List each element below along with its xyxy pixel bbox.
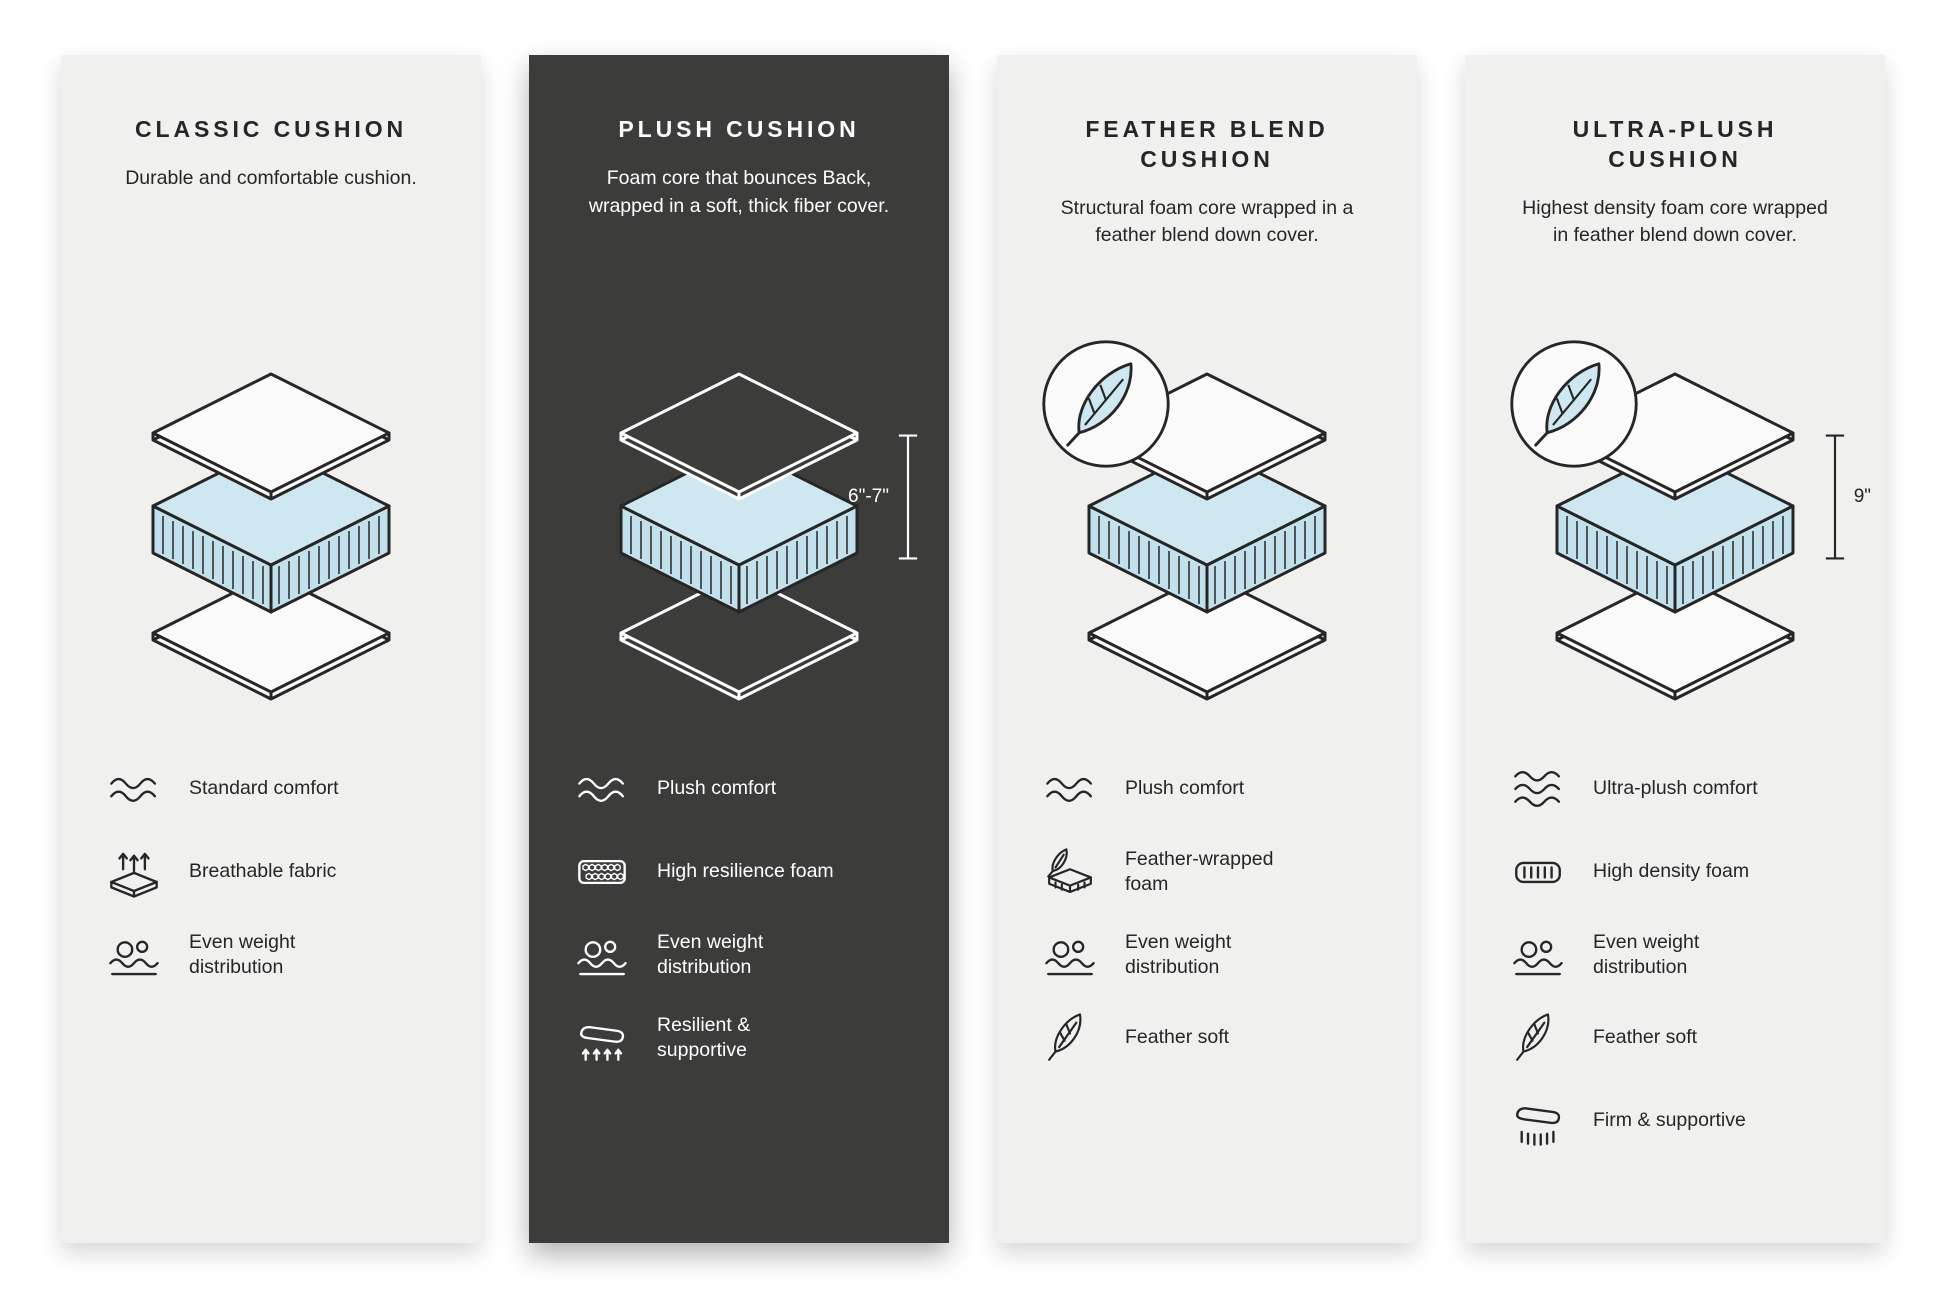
panel-title-line1: ULTRA-PLUSH bbox=[1572, 116, 1778, 142]
feature-label: High resilience foam bbox=[657, 860, 834, 883]
panel-title-line1: PLUSH CUSHION bbox=[618, 116, 860, 142]
cushion-diagram bbox=[131, 369, 411, 704]
resilient-supportive-icon bbox=[573, 1009, 631, 1067]
feature-row: High resilience foam bbox=[573, 843, 913, 901]
feature-label: High density foam bbox=[1593, 860, 1750, 883]
weight-distribution-icon bbox=[1509, 926, 1567, 984]
feature-row: Even weight distribution bbox=[573, 926, 913, 984]
panel-title: ULTRA-PLUSH CUSHION bbox=[1501, 115, 1849, 175]
ruler-icon bbox=[1824, 427, 1846, 567]
cushion-diagram bbox=[1067, 369, 1347, 704]
feature-row: Plush comfort bbox=[573, 760, 913, 818]
weight-distribution-icon bbox=[105, 926, 163, 984]
panel-title-line2: CUSHION bbox=[1608, 145, 1742, 172]
feather-icon bbox=[1041, 1009, 1099, 1067]
weight-distribution-icon bbox=[1041, 926, 1099, 984]
feature-row: High density foam bbox=[1509, 843, 1849, 901]
feature-label: Feather soft bbox=[1593, 1026, 1698, 1049]
feature-label: Standard comfort bbox=[189, 777, 339, 800]
feature-row: Standard comfort bbox=[105, 760, 445, 818]
panel-title-line2: CUSHION bbox=[1140, 145, 1274, 172]
feature-list: Ultra-plush comfort High density foam Ev… bbox=[1501, 760, 1849, 1150]
panel-header: FEATHER BLEND CUSHION Structural foam co… bbox=[1033, 115, 1381, 327]
panel-feather-blend-cushion: FEATHER BLEND CUSHION Structural foam co… bbox=[997, 55, 1417, 1243]
panel-header: PLUSH CUSHION Foam core that bounces Bac… bbox=[565, 115, 913, 327]
feather-badge-icon bbox=[1507, 337, 1641, 471]
feature-label: Feather-wrapped foam bbox=[1125, 847, 1274, 895]
height-measurement: 6"-7" bbox=[848, 427, 919, 567]
feature-row: Breathable fabric bbox=[105, 843, 445, 901]
panel-header: ULTRA-PLUSH CUSHION Highest density foam… bbox=[1501, 115, 1849, 327]
panel-description: Foam core that bounces Back, wrapped in … bbox=[588, 166, 890, 217]
panel-classic-cushion: CLASSIC CUSHION Durable and comfortable … bbox=[61, 55, 481, 1243]
height-measurement: 9" bbox=[1824, 427, 1871, 567]
cushion-diagram: 6"-7" bbox=[599, 369, 879, 704]
panel-plush-cushion: PLUSH CUSHION Foam core that bounces Bac… bbox=[529, 55, 949, 1243]
panel-ultra-plush-cushion: ULTRA-PLUSH CUSHION Highest density foam… bbox=[1465, 55, 1885, 1243]
cushion-layers-icon bbox=[131, 369, 411, 704]
feature-row: Plush comfort bbox=[1041, 760, 1381, 818]
feature-label: Feather soft bbox=[1125, 1026, 1230, 1049]
panel-description: Durable and comfortable cushion. bbox=[125, 166, 417, 189]
measurement-label: 6"-7" bbox=[848, 486, 889, 507]
panel-description: Structural foam core wrapped in a feathe… bbox=[1060, 196, 1354, 247]
feature-label: Plush comfort bbox=[1125, 777, 1245, 800]
high-density-foam-icon bbox=[1509, 843, 1567, 901]
feature-list: Plush comfort High resilience foam Even … bbox=[565, 760, 913, 1067]
ruler-icon bbox=[897, 427, 919, 567]
weight-distribution-icon bbox=[573, 926, 631, 984]
feature-row: Feather soft bbox=[1041, 1009, 1381, 1067]
feature-list: Plush comfort Feather-wrapped foam Even … bbox=[1033, 760, 1381, 1067]
measurement-label: 9" bbox=[1853, 486, 1871, 507]
panel-title: CLASSIC CUSHION bbox=[97, 115, 445, 145]
feature-label: Ultra-plush comfort bbox=[1593, 777, 1758, 800]
panel-header: CLASSIC CUSHION Durable and comfortable … bbox=[97, 115, 445, 327]
wave-comfort-icon bbox=[1041, 760, 1099, 818]
feature-row: Even weight distribution bbox=[1041, 926, 1381, 984]
cushion-diagram: 9" bbox=[1535, 369, 1871, 704]
panel-title-line1: FEATHER BLEND bbox=[1085, 116, 1329, 142]
feature-label: Even weight distribution bbox=[657, 930, 764, 978]
wave-comfort-icon bbox=[1509, 760, 1567, 818]
feature-label: Even weight distribution bbox=[189, 930, 296, 978]
feature-row: Ultra-plush comfort bbox=[1509, 760, 1849, 818]
feature-row: Feather-wrapped foam bbox=[1041, 843, 1381, 901]
wave-comfort-icon bbox=[573, 760, 631, 818]
feature-row: Even weight distribution bbox=[105, 926, 445, 984]
panel-title: FEATHER BLEND CUSHION bbox=[1033, 115, 1381, 175]
feature-label: Even weight distribution bbox=[1125, 930, 1232, 978]
cushion-comparison-infographic: CLASSIC CUSHION Durable and comfortable … bbox=[61, 55, 1885, 1243]
feature-row: Firm & supportive bbox=[1509, 1092, 1849, 1150]
feature-label: Plush comfort bbox=[657, 777, 777, 800]
feature-list: Standard comfort Breathable fabric Even … bbox=[97, 760, 445, 984]
feature-row: Resilient & supportive bbox=[573, 1009, 913, 1067]
firm-supportive-icon bbox=[1509, 1092, 1567, 1150]
feature-label: Breathable fabric bbox=[189, 860, 337, 883]
feather-icon bbox=[1509, 1009, 1567, 1067]
feature-label: Firm & supportive bbox=[1593, 1109, 1746, 1132]
feather-badge-icon bbox=[1039, 337, 1173, 471]
cushion-layers-icon bbox=[599, 369, 879, 704]
panel-title: PLUSH CUSHION bbox=[565, 115, 913, 145]
feature-label: Even weight distribution bbox=[1593, 930, 1700, 978]
honeycomb-foam-icon bbox=[573, 843, 631, 901]
panel-description: Highest density foam core wrapped in fea… bbox=[1522, 196, 1828, 247]
wave-comfort-icon bbox=[105, 760, 163, 818]
feather-wrapped-foam-icon bbox=[1041, 843, 1099, 901]
breathable-fabric-icon bbox=[105, 843, 163, 901]
feature-row: Even weight distribution bbox=[1509, 926, 1849, 984]
panel-title-line1: CLASSIC CUSHION bbox=[134, 116, 408, 142]
feature-row: Feather soft bbox=[1509, 1009, 1849, 1067]
feature-label: Resilient & supportive bbox=[657, 1013, 751, 1061]
